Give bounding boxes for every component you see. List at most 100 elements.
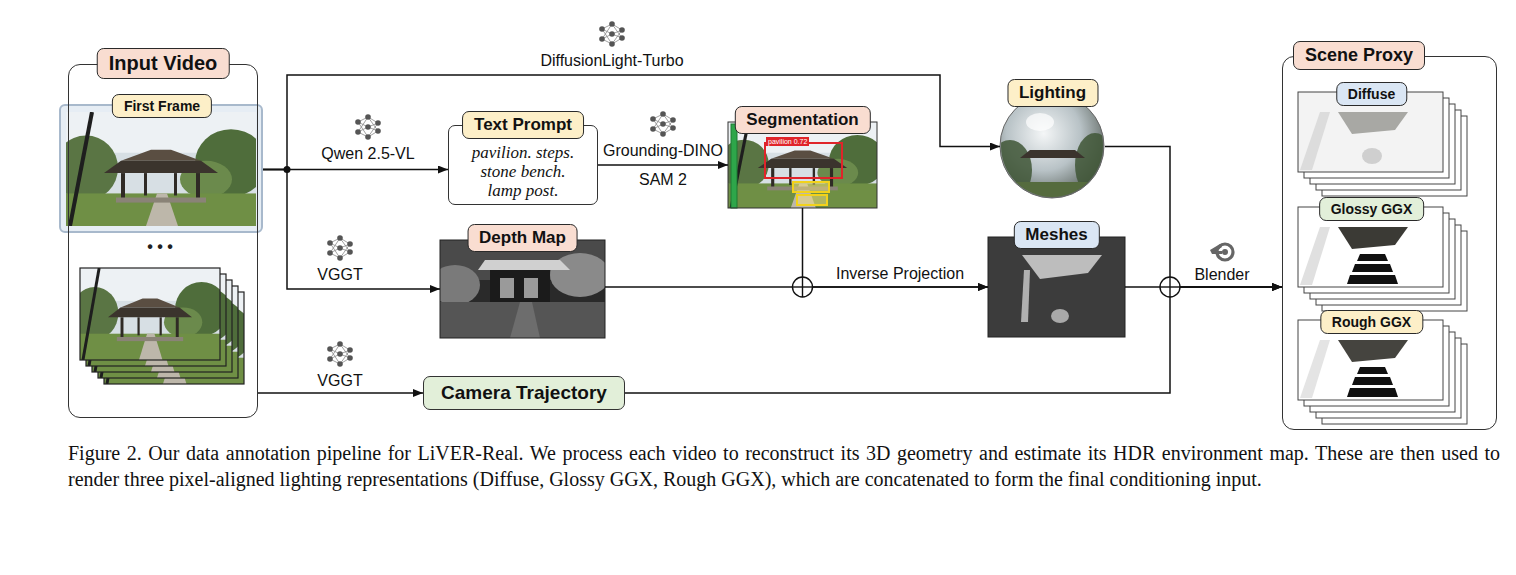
- model-label: VGGT: [317, 372, 362, 390]
- art-shape: [731, 124, 737, 208]
- mesh-render: [988, 237, 1125, 337]
- art-shape: [54, 112, 267, 226]
- art-shape: [1347, 275, 1398, 284]
- sum-symbol: [793, 277, 813, 297]
- model-label: Grounding-DINO: [603, 142, 723, 160]
- art-shape: [430, 240, 610, 338]
- connector-arrow: [258, 392, 423, 394]
- glossy-layer: Glossy GGX: [1299, 208, 1444, 288]
- segmentation-view: Segmentation: [728, 122, 877, 208]
- art-shape: [355, 114, 381, 140]
- art-shape: [1357, 367, 1388, 374]
- art-shape: [719, 122, 886, 208]
- art-shape: [1021, 270, 1030, 322]
- model-label: Qwen 2.5-VL: [321, 145, 414, 163]
- rough-layer: Rough GGX: [1299, 321, 1444, 401]
- heading-pill: Meshes: [1013, 221, 1099, 249]
- art-shape: [1347, 388, 1398, 397]
- art-shape: [1352, 377, 1393, 385]
- detection-tag: pavilion 0.72: [766, 137, 809, 146]
- art-shape: [1338, 340, 1408, 362]
- art-shape: [1026, 113, 1054, 131]
- glossy-stack: [1298, 207, 1467, 311]
- segmentation-image: [719, 122, 886, 208]
- art-shape: [728, 122, 877, 208]
- diffuse-stack: [1298, 92, 1467, 196]
- art-shape: [1210, 244, 1233, 260]
- art-shape: [440, 240, 605, 338]
- model-label: Inverse Projection: [836, 265, 964, 283]
- video-frame-stack: [71, 268, 252, 384]
- connector-arrow: [263, 75, 1000, 170]
- sum-symbol: [1160, 277, 1180, 297]
- heading-pill: Segmentation: [734, 106, 870, 134]
- art-shape: [1300, 227, 1330, 285]
- art-shape: [1300, 112, 1330, 170]
- art-shape: [71, 268, 228, 360]
- rough-stack: [1298, 320, 1467, 424]
- art-shape: [1300, 340, 1330, 398]
- art-shape: [1000, 182, 1110, 202]
- heading-pill: Diffuse: [1336, 82, 1407, 106]
- art-shape: [1362, 148, 1382, 164]
- art-shape: [1338, 227, 1408, 249]
- art-shape: [988, 237, 1125, 337]
- heading-pill: Lighting: [1007, 79, 1098, 107]
- text-prompt-box: Text Promptpavilion. steps. stone bench.…: [448, 125, 598, 205]
- art-shape: [80, 268, 220, 360]
- art-shape: [1020, 150, 1085, 158]
- first-frame-image: [54, 105, 267, 232]
- camera-trajectory-box: Camera Trajectory: [423, 376, 625, 410]
- art-shape: [1338, 112, 1408, 134]
- connector-arrow: [1105, 147, 1282, 288]
- connector-arrow: [263, 170, 440, 290]
- art-shape: [327, 341, 353, 367]
- prompt-text: pavilion. steps. stone bench. lamp post.: [464, 126, 582, 200]
- connector-arrow: [598, 164, 728, 166]
- ellipsis-mark: • • •: [147, 238, 173, 256]
- art-shape: [1352, 264, 1393, 272]
- art-shape: [1051, 309, 1069, 323]
- depth-map-view: Depth Map: [440, 240, 605, 338]
- art-shape: [797, 195, 827, 205]
- model-label: DiffusionLight-Turbo: [540, 52, 683, 70]
- heading-pill: Scene Proxy: [1293, 41, 1425, 70]
- heading-pill: Text Prompt: [462, 111, 584, 139]
- model-label: Blender: [1194, 266, 1249, 284]
- art-shape: [1022, 255, 1102, 279]
- sum-circle: [793, 277, 813, 297]
- connector-arrow: [803, 208, 989, 287]
- sum-bar: [802, 277, 803, 297]
- heading-pill: Glossy GGX: [1319, 197, 1425, 221]
- lighting-sphere: [988, 94, 1115, 202]
- heading-pill: Depth Map: [467, 224, 578, 252]
- caption-text: Figure 2. Our data annotation pipeline f…: [68, 440, 1500, 492]
- junction-dot: [284, 166, 291, 173]
- art-shape: [765, 143, 842, 178]
- model-label: SAM 2: [639, 171, 687, 189]
- art-shape: [988, 113, 1115, 202]
- art-shape: [599, 21, 625, 47]
- scene-proxy-panel: Scene ProxyDiffuseGlossy GGXRough GGX: [1282, 56, 1497, 430]
- connector-arrow: [625, 287, 1282, 393]
- connector-arrow: [605, 286, 988, 288]
- heading-pill: Input Video: [97, 48, 230, 79]
- sum-circle: [1160, 277, 1180, 297]
- first-frame: First Frame: [61, 106, 263, 233]
- art-shape: [650, 111, 676, 137]
- heading-pill: First Frame: [112, 94, 212, 118]
- art-shape: [327, 235, 353, 261]
- model-label: VGGT: [317, 266, 362, 284]
- box-label: Camera Trajectory: [441, 382, 607, 404]
- depth-map-image: [430, 240, 610, 338]
- art-shape: [988, 140, 1032, 200]
- art-shape: [793, 182, 829, 192]
- sum-bar: [1169, 277, 1170, 297]
- meshes-view: Meshes: [988, 237, 1125, 337]
- network-icons: [327, 21, 1233, 367]
- connector-arrow: [263, 169, 448, 171]
- diffuse-layer: Diffuse: [1299, 93, 1444, 173]
- lighting-view: Lighting: [1000, 95, 1105, 198]
- heading-pill: Rough GGX: [1320, 310, 1423, 334]
